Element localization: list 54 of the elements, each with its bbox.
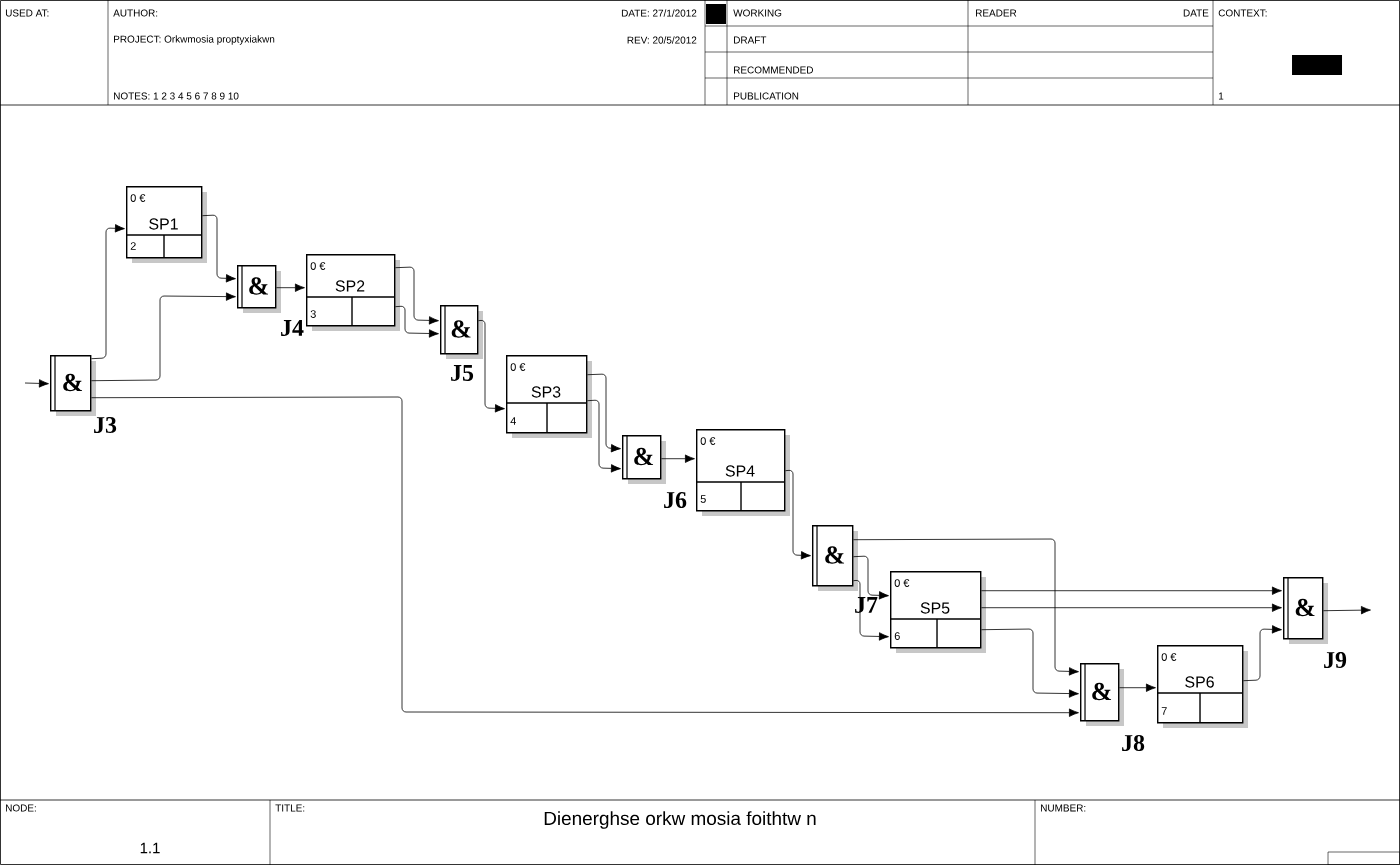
arrow [853, 538, 1079, 676]
junction-label: J8 [1122, 734, 1145, 752]
arrow [1119, 683, 1156, 692]
header-label: TITLE: [275, 804, 305, 812]
arrow [981, 586, 1282, 595]
arrow [587, 373, 621, 453]
arrow [785, 469, 811, 560]
header-label: USED AT: [5, 9, 49, 17]
junction-label: J6 [664, 492, 687, 509]
header-label: NODE: [6, 804, 36, 812]
header-label: AUTHOR: [113, 9, 158, 17]
header-label: NOTES: 1 2 3 4 5 6 7 8 9 10 [114, 92, 239, 100]
header-label: CONTEXT: [1218, 9, 1267, 17]
arrow [276, 283, 305, 292]
arrow [1243, 625, 1282, 682]
header-label: NUMBER: [1041, 804, 1086, 812]
junction-label: J4 [281, 320, 304, 336]
header-label: DATE [1183, 9, 1209, 17]
header-label: DATE: 27/1/2012 [621, 9, 697, 17]
arrow [981, 628, 1079, 698]
header-label: READER [976, 9, 1017, 17]
arrow [202, 214, 236, 283]
arrow [587, 399, 621, 473]
header-label: PUBLICATION [734, 92, 799, 100]
header-label: 1.1 [140, 842, 160, 854]
diagram-title: Dienerghse orkw mosia foithtw n [544, 811, 816, 829]
process-box: 0 € SP2 3 [305, 254, 400, 331]
process-box: 0 € SP5 6 [889, 571, 986, 653]
header-label: RECOMMENDED [734, 66, 813, 74]
arrow [853, 580, 889, 641]
arrow [981, 603, 1282, 612]
arrow [395, 305, 439, 338]
header-label: 1 [1219, 92, 1224, 100]
arrow [853, 555, 889, 600]
arrow [24, 379, 49, 388]
arrow [661, 454, 695, 463]
arrow [395, 266, 439, 325]
process-box: 0 € SP6 7 [1156, 645, 1248, 728]
arrow [91, 224, 125, 360]
header-label: WORKING [733, 9, 782, 17]
process-box: 0 € SP1 2 [125, 186, 207, 263]
arrow [1323, 606, 1371, 615]
junction-label: J3 [94, 417, 117, 434]
process-box: 0 € SP3 4 [505, 355, 592, 438]
header-label: DRAFT [734, 36, 767, 44]
header-label: PROJECT: Orkwmosia proptyxiakwn [114, 35, 275, 45]
process-box: 0 € SP4 5 [695, 429, 790, 516]
arrow [91, 292, 236, 382]
junction-label: J7 [855, 597, 878, 613]
junction-label: J5 [451, 365, 474, 381]
arrow [478, 320, 505, 413]
junction-label: J9 [1324, 652, 1347, 669]
header-label: REV: 20/5/2012 [627, 36, 697, 44]
arrow [91, 396, 1079, 717]
